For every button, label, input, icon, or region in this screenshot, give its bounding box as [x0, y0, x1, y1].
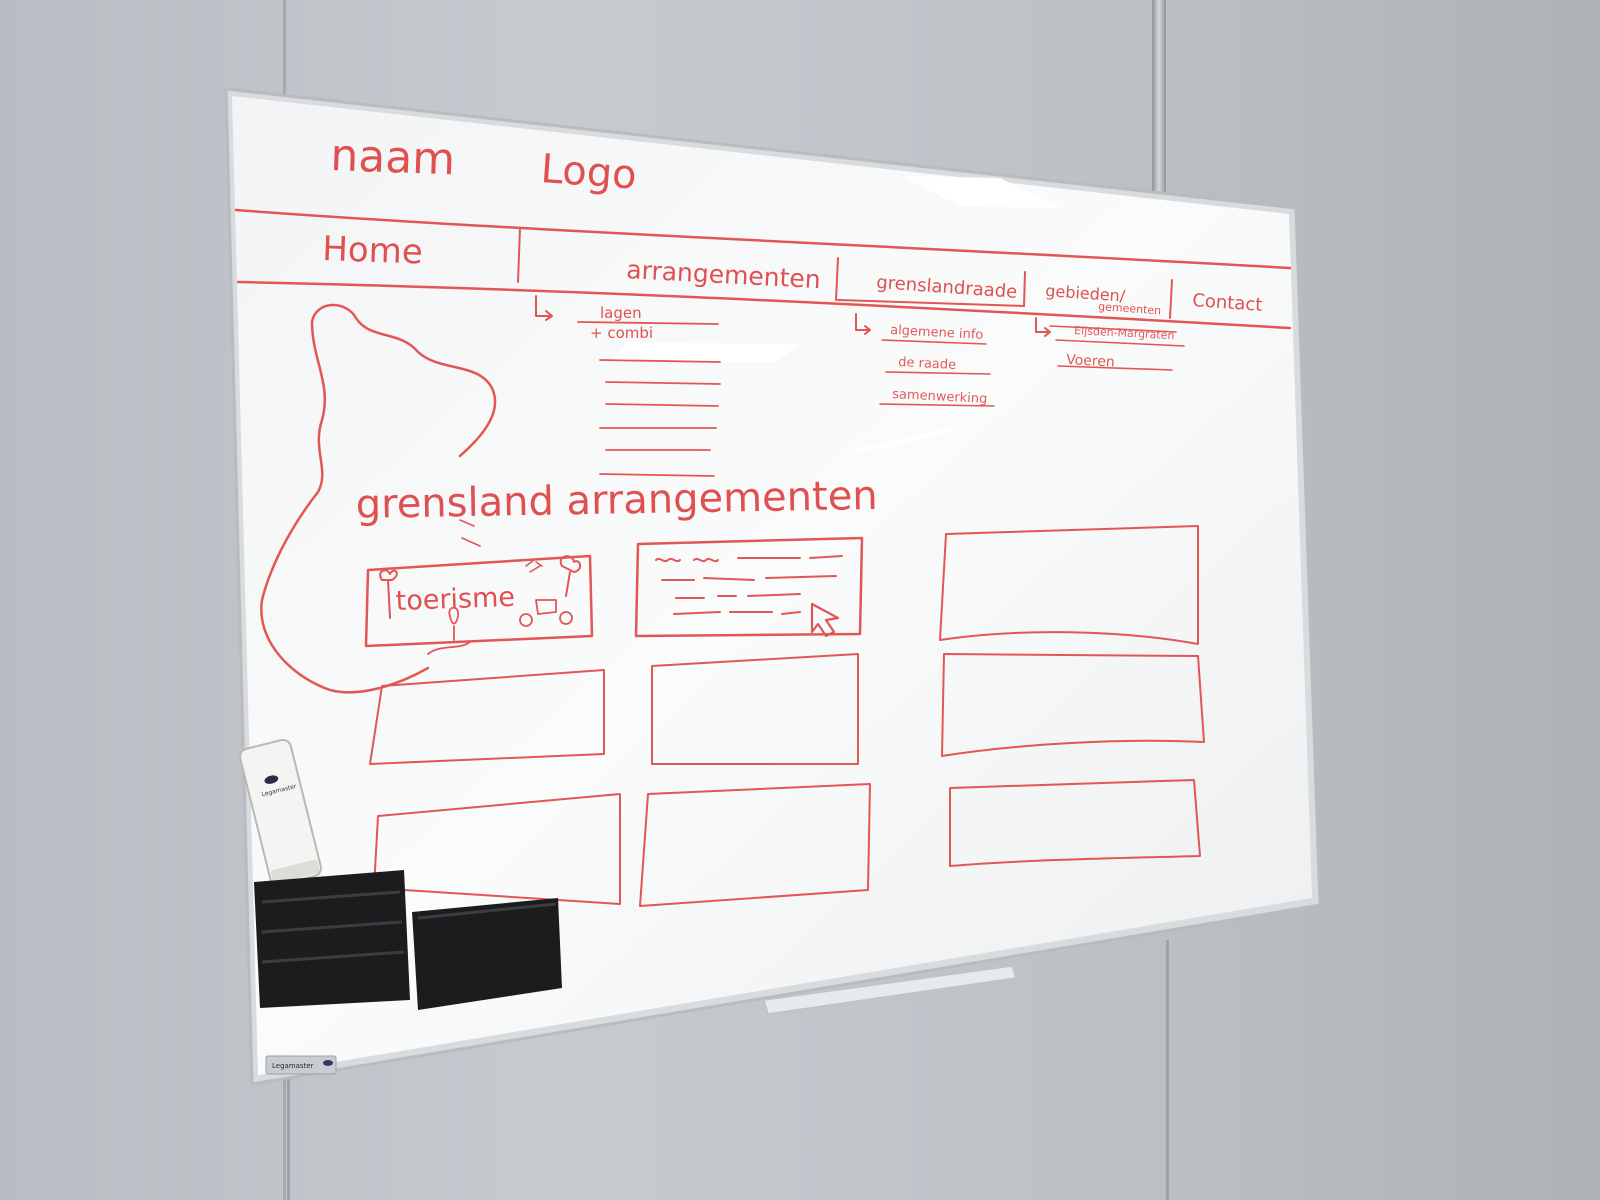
submenu-placeholder-lines [577, 321, 721, 477]
nav-item-gemeenten: gemeenten [1098, 300, 1162, 317]
board-brand-label: Legamaster [272, 1062, 314, 1070]
card-placeholder [369, 669, 605, 765]
card-toerisme: toerisme [364, 554, 594, 655]
submenu-underlines [879, 339, 995, 407]
submenu-item: algemene info [890, 323, 984, 343]
submenu-item: + combi [590, 324, 653, 342]
whiteboard-eraser[interactable]: Legamaster [238, 738, 323, 886]
card-placeholder [373, 793, 621, 905]
card-placeholder [651, 653, 859, 765]
card-placeholder [949, 779, 1201, 867]
map-outline-sketch [260, 303, 497, 694]
submenu-item: lagen [600, 304, 642, 322]
card-placeholder [639, 783, 871, 907]
submenu-underlines [1049, 325, 1185, 371]
card-toerisme-label: toerisme [395, 582, 515, 617]
whiteboard-surface [232, 96, 1312, 1075]
card-placeholder [941, 653, 1205, 757]
submenu-arrow-icon [1035, 317, 1051, 337]
naam-text: naam [330, 130, 456, 185]
glare [612, 342, 800, 362]
brand-logo-icon [264, 775, 279, 784]
wall-seam [287, 1070, 290, 1200]
nav-item-home: Home [322, 229, 424, 272]
card-placeholder [939, 525, 1199, 645]
section-title-squiggle [459, 519, 481, 547]
submenu-arrow-icon [855, 313, 871, 335]
wall-seam [1152, 0, 1166, 200]
wall-seam [1166, 940, 1169, 1200]
glare [900, 176, 1062, 208]
cursor-arrow-icon [810, 602, 840, 638]
logo-text: Logo [539, 146, 638, 199]
submenu-arrow-icon [535, 295, 553, 321]
section-title: grensland arrangementen [355, 473, 878, 528]
glare [854, 425, 959, 455]
brand-logo-icon [323, 1060, 333, 1066]
marker-tray [254, 870, 410, 1008]
pen-ledge[interactable] [763, 965, 1017, 1015]
card-text-with-cursor [634, 536, 864, 638]
board-brand-plate: Legamaster [265, 1055, 337, 1075]
marker-tray [412, 898, 562, 1010]
submenu-item: samenwerking [892, 387, 988, 407]
nav-item-contact: Contact [1192, 290, 1263, 316]
nav-bar-outline [234, 208, 1292, 330]
submenu-item: de raade [898, 355, 957, 373]
